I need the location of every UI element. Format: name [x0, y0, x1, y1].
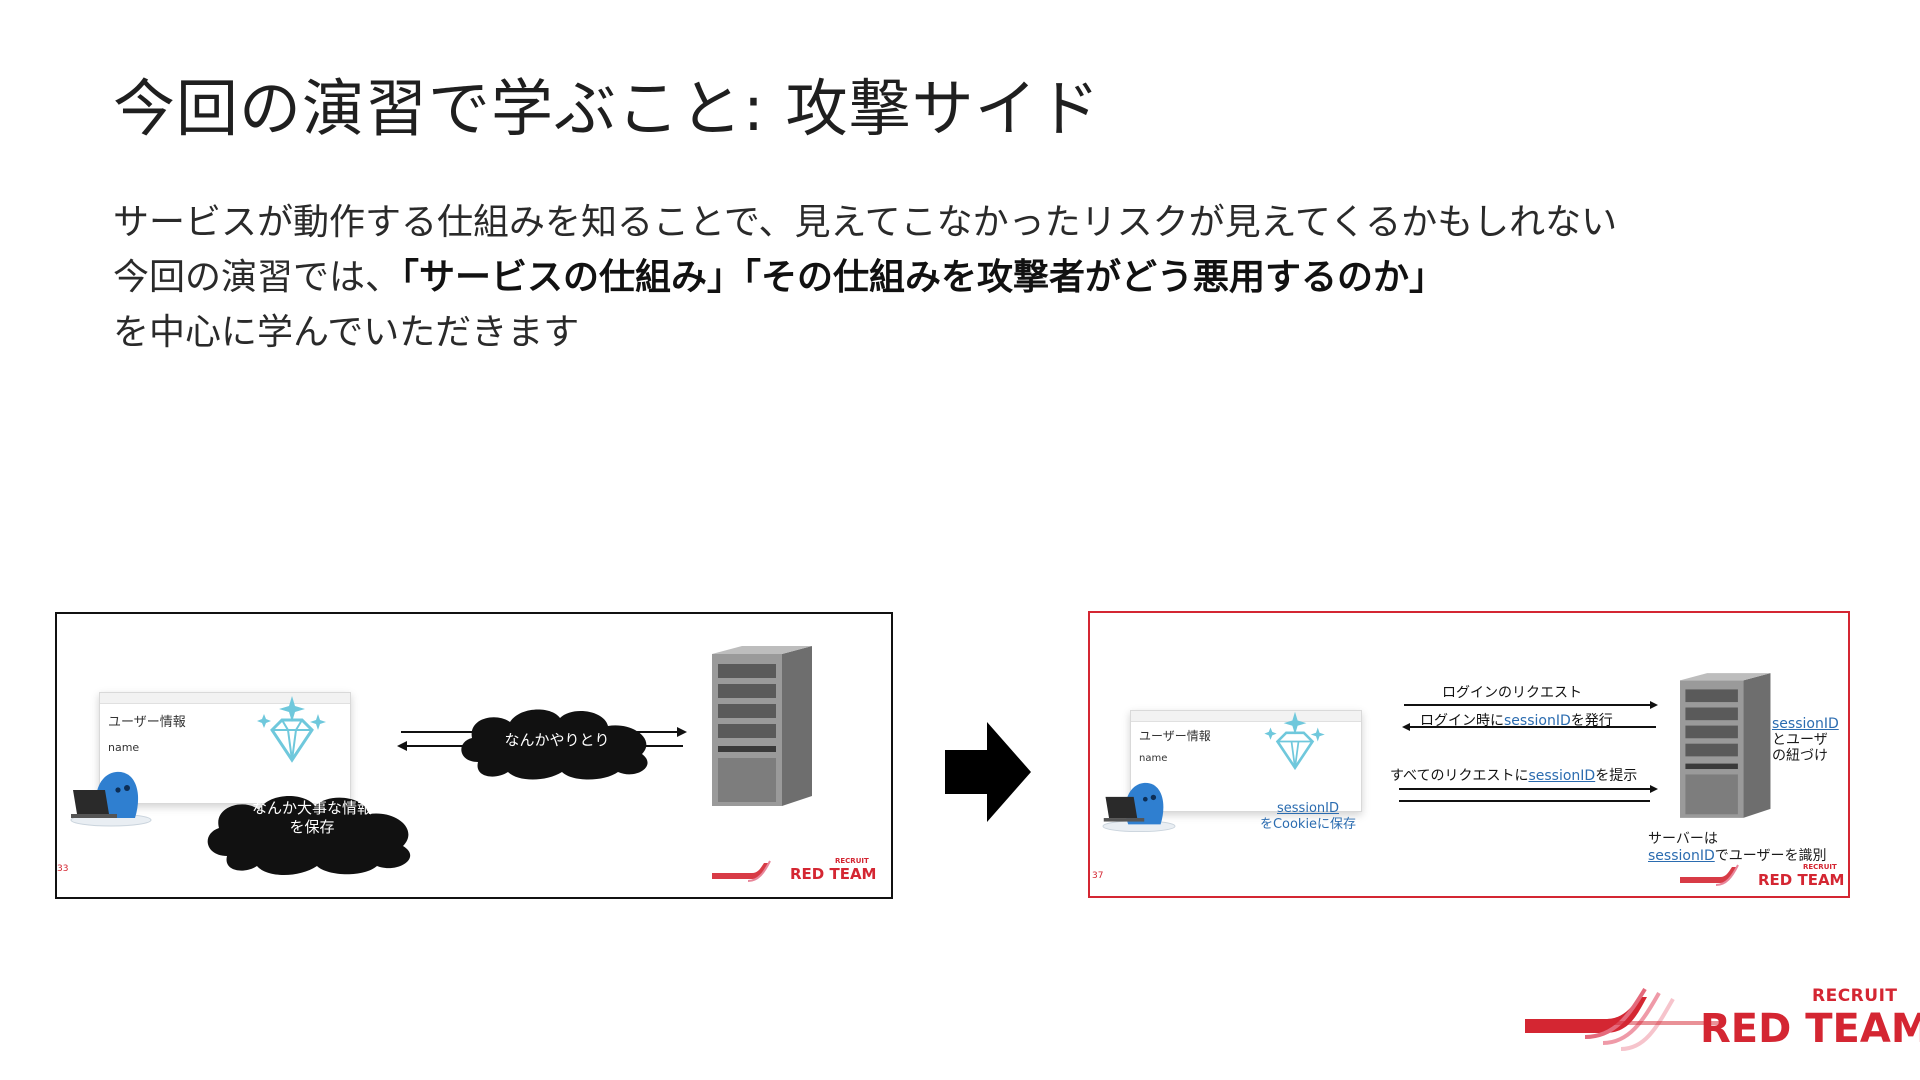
login-issue-link: sessionID: [1504, 713, 1571, 729]
logo-small-main: RED TEAM: [1758, 871, 1845, 889]
red-team-logo-mark: [1525, 987, 1721, 1051]
intro-line-2: 今回の演習では、「サービスの仕組み」「その仕組みを攻撃者がどう悪用するのか」: [113, 250, 1813, 305]
server-side-caption: sessionID とユーザ の紐づけ: [1772, 716, 1839, 764]
laptop-icon: [71, 790, 117, 818]
browser-title: ユーザー情報: [108, 715, 186, 730]
all-requests-link: sessionID: [1528, 768, 1596, 784]
server-icon: [1680, 673, 1771, 818]
server-identify-caption: サーバーは sessionIDでユーザーを識別: [1648, 831, 1826, 865]
server-side-line3: の紐づけ: [1772, 748, 1828, 764]
browser-bar: [100, 693, 350, 704]
intro-line-3: を中心に学んでいただきます: [113, 312, 580, 353]
right-arrow-icon: [945, 722, 1031, 822]
cloud-store-shape: [207, 795, 411, 875]
diamond-icon: [257, 696, 326, 763]
cookie-caption: sessionID をCookieに保存: [1248, 801, 1368, 833]
all-requests-pre: すべてのリクエストに: [1390, 768, 1529, 784]
cookie-caption-line2: をCookieに保存: [1259, 817, 1357, 832]
all-requests-post: を提示: [1595, 768, 1638, 784]
login-issue-label: ログイン時にsessionIDを発行: [1420, 710, 1613, 730]
server-identify-link: sessionID: [1648, 848, 1715, 864]
cookie-caption-line1: sessionID: [1277, 801, 1339, 816]
red-team-logo-small: [1680, 864, 1739, 886]
logo-main-text: RED TEAM: [1700, 1006, 1920, 1052]
red-team-logo-small: [712, 860, 771, 882]
slide-page-number: 33: [57, 864, 69, 874]
browser-name-label: name: [108, 741, 140, 754]
browser-title: ユーザー情報: [1139, 729, 1211, 743]
login-issue-post: を発行: [1570, 713, 1613, 729]
logo-small-main: RED TEAM: [790, 865, 877, 883]
user-info-browser-mock: ユーザー情報 name: [99, 692, 351, 804]
laptop-icon: [1103, 796, 1145, 822]
slide-page-number: 37: [1092, 871, 1104, 881]
logo-small-top: RECRUIT: [835, 857, 869, 865]
server-icon: [712, 646, 812, 806]
server-side-line1: sessionID: [1772, 716, 1839, 732]
intro-paragraph: サービスが動作する仕組みを知ることで、見えてこなかったリスクが見えてくるかもしれ…: [113, 195, 1813, 360]
cloud-store-line1: なんか大事な情報: [251, 799, 372, 817]
browser-bar: [1131, 711, 1361, 722]
logo-top-text: RECRUIT: [1812, 986, 1898, 1006]
cloud-exchange-text: なんかやりとり: [504, 731, 610, 749]
slide-thumbnail-after: ユーザー情報 name sessionID をCookieに保存 ログインのリク…: [1088, 611, 1850, 898]
request-arrows: [1399, 785, 1658, 802]
server-identify-post: でユーザーを識別: [1714, 848, 1827, 864]
user-info-browser-mock: ユーザー情報 name: [1130, 710, 1362, 812]
cloud-store-line2: を保存: [289, 818, 335, 836]
login-arrows: [1402, 701, 1658, 731]
server-identify-line1: サーバーは: [1648, 831, 1718, 847]
slide-thumbnail-before: ユーザー情報 name なんか大事な情報 を保存: [55, 612, 893, 899]
browser-name-label: name: [1139, 753, 1168, 764]
server-side-line2: とユーザ: [1772, 732, 1828, 748]
login-issue-pre: ログイン時に: [1420, 713, 1504, 729]
cloud-exchange-shape: [461, 709, 648, 780]
intro-line-2-emphasis: 「サービスの仕組み」「その仕組みを攻撃者がどう悪用するのか」: [401, 257, 1446, 298]
diamond-icon: [1264, 711, 1325, 771]
cloud-store-text: なんか大事な情報 を保存: [232, 799, 392, 837]
intro-line-2-prefix: 今回の演習では、: [113, 257, 402, 298]
logo-small-top: RECRUIT: [1803, 863, 1837, 871]
intro-line-1: サービスが動作する仕組みを知ることで、見えてこなかったリスクが見えてくるかもしれ…: [113, 202, 1618, 243]
login-request-label: ログインのリクエスト: [1442, 685, 1582, 701]
page-title: 今回の演習で学ぶこと: 攻撃サイド: [113, 72, 1101, 145]
all-requests-label: すべてのリクエストにsessionIDを提示: [1390, 765, 1637, 785]
